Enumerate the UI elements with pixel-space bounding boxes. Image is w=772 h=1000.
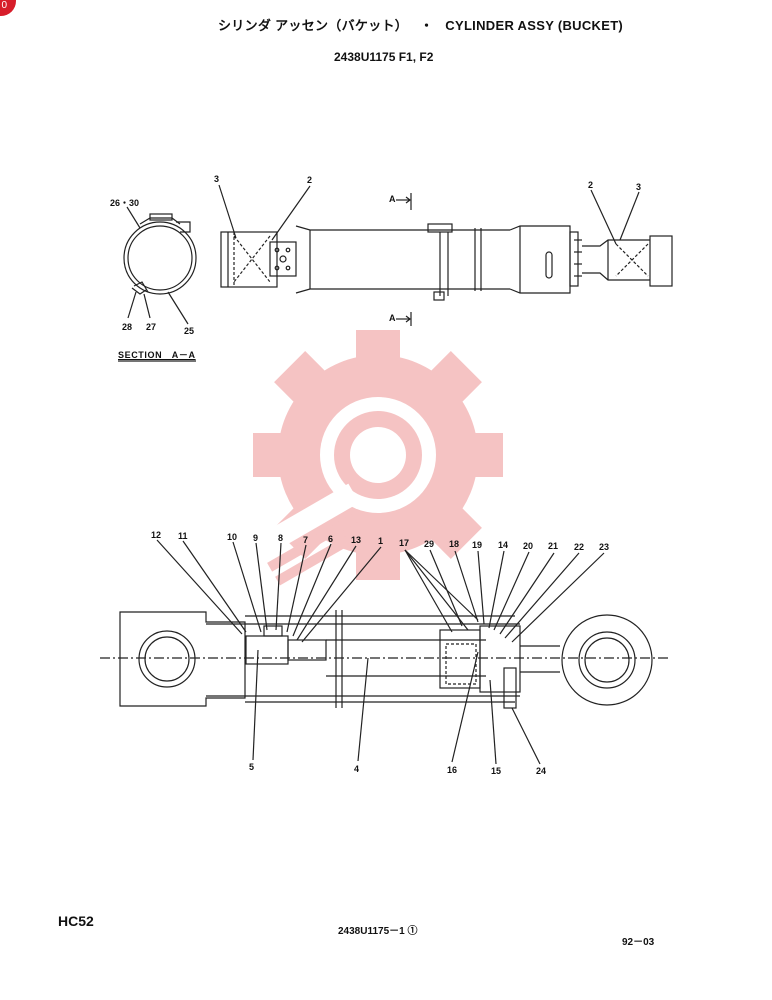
callout-16: 16 [447,765,458,775]
top-callout-3-left: 3 [214,174,220,184]
callout-15: 15 [491,766,502,776]
top-callout-2-right: 2 [588,180,594,190]
callout-21: 21 [548,541,559,551]
callout-12: 12 [151,530,162,540]
callout-14: 14 [498,540,509,550]
top-callout-2-left: 2 [307,175,313,185]
gear-watermark-icon [253,330,503,586]
part-number: 2438U1175 F1, F2 [334,50,434,64]
drawing-number: 2438U1175－1 ① [338,926,418,937]
callout-29: 29 [424,539,435,549]
title-separator: ・ [420,18,434,33]
section-title: SECTION A－A [118,350,196,360]
callout-6: 6 [328,534,334,544]
callout-8: 8 [278,533,284,543]
drawing-title: シリンダ アッセン（バケット） ・ CYLINDER ASSY (BUCKET) [218,15,623,34]
callout-18: 18 [449,539,460,549]
callout-17: 17 [399,538,410,548]
callout-10: 10 [227,532,238,542]
callout-22: 22 [574,542,585,552]
callout-7: 7 [303,535,309,545]
callout-20: 20 [523,541,534,551]
main-view-figure [100,539,668,765]
title-japanese: シリンダ アッセン（バケット） [218,18,409,33]
model-code: HC52 [58,913,94,929]
callout-24: 24 [536,766,547,776]
callout-1: 1 [378,536,384,546]
callout-23: 23 [599,542,610,552]
callout-4: 4 [354,764,360,774]
callout-11: 11 [178,531,188,541]
date-code: 92－03 [622,937,655,948]
section-marker-bottom: A [389,313,396,323]
notification-count: 0 [1,0,7,11]
title-english: CYLINDER ASSY (BUCKET) [445,18,624,33]
callout-25: 25 [184,326,195,336]
callout-5: 5 [249,762,255,772]
callout-9: 9 [253,533,259,543]
callout-13: 13 [351,535,362,545]
callout-26-30: 26・30 [110,198,140,208]
top-view-figure [218,184,673,326]
callout-27: 27 [146,322,157,332]
callout-28: 28 [122,322,133,332]
callout-19: 19 [472,540,483,550]
top-callout-3-right: 3 [636,182,642,192]
section-a-a-figure [118,206,197,362]
section-marker-top: A [389,194,396,204]
